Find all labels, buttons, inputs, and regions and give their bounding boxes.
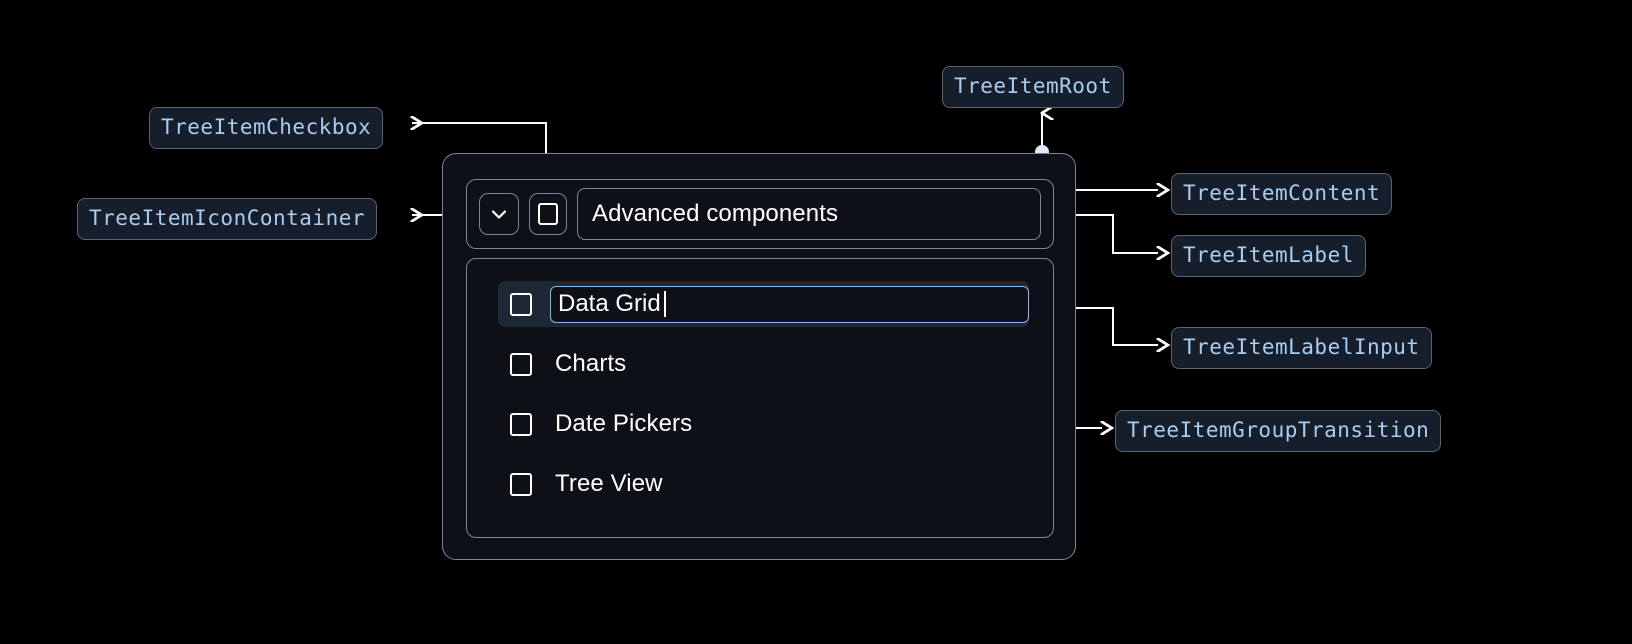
annotation-tree-item-label-input: TreeItemLabelInput	[1171, 327, 1432, 369]
chevron-down-icon	[487, 202, 511, 226]
tree-item-label-text: Advanced components	[592, 200, 839, 227]
annotation-tree-item-group-transition: TreeItemGroupTransition	[1115, 410, 1442, 452]
tree-item-label-input-value: Data Grid	[558, 290, 661, 317]
tree-item-label-text: Date Pickers	[555, 410, 693, 437]
checkbox-unchecked-icon[interactable]	[510, 412, 532, 436]
checkbox-unchecked-icon	[538, 203, 558, 225]
tree-item-root[interactable]: Advanced components Data Grid Charts Dat…	[442, 153, 1076, 560]
checkbox-unchecked-icon[interactable]	[510, 352, 532, 376]
annotation-tree-item-label: TreeItemLabel	[1171, 235, 1366, 277]
checkbox-unchecked-icon[interactable]	[510, 472, 532, 496]
checkbox-unchecked-icon[interactable]	[510, 292, 532, 316]
tree-item-label-text: Charts	[555, 350, 627, 377]
tree-item-icon-container[interactable]	[479, 193, 519, 235]
tree-item-group-transition: Data Grid Charts Date Pickers Tree View	[466, 258, 1054, 538]
text-cursor	[663, 291, 666, 317]
tree-item-label-input[interactable]: Data Grid	[550, 285, 1029, 323]
tree-item-child-charts[interactable]: Charts	[498, 341, 1029, 387]
tree-item-child-tree-view[interactable]: Tree View	[498, 461, 1029, 507]
annotation-tree-item-icon-container: TreeItemIconContainer	[77, 198, 378, 240]
tree-item-label[interactable]: Advanced components	[577, 188, 1041, 240]
annotation-tree-item-root: TreeItemRoot	[942, 66, 1124, 108]
annotation-tree-item-checkbox: TreeItemCheckbox	[149, 107, 384, 149]
tree-item-checkbox[interactable]	[529, 193, 567, 235]
tree-item-content[interactable]: Advanced components	[466, 179, 1054, 249]
annotation-tree-item-content: TreeItemContent	[1171, 173, 1393, 215]
tree-item-child-data-grid[interactable]: Data Grid	[498, 281, 1029, 327]
tree-item-child-date-pickers[interactable]: Date Pickers	[498, 401, 1029, 447]
tree-item-label-text: Tree View	[555, 470, 663, 497]
